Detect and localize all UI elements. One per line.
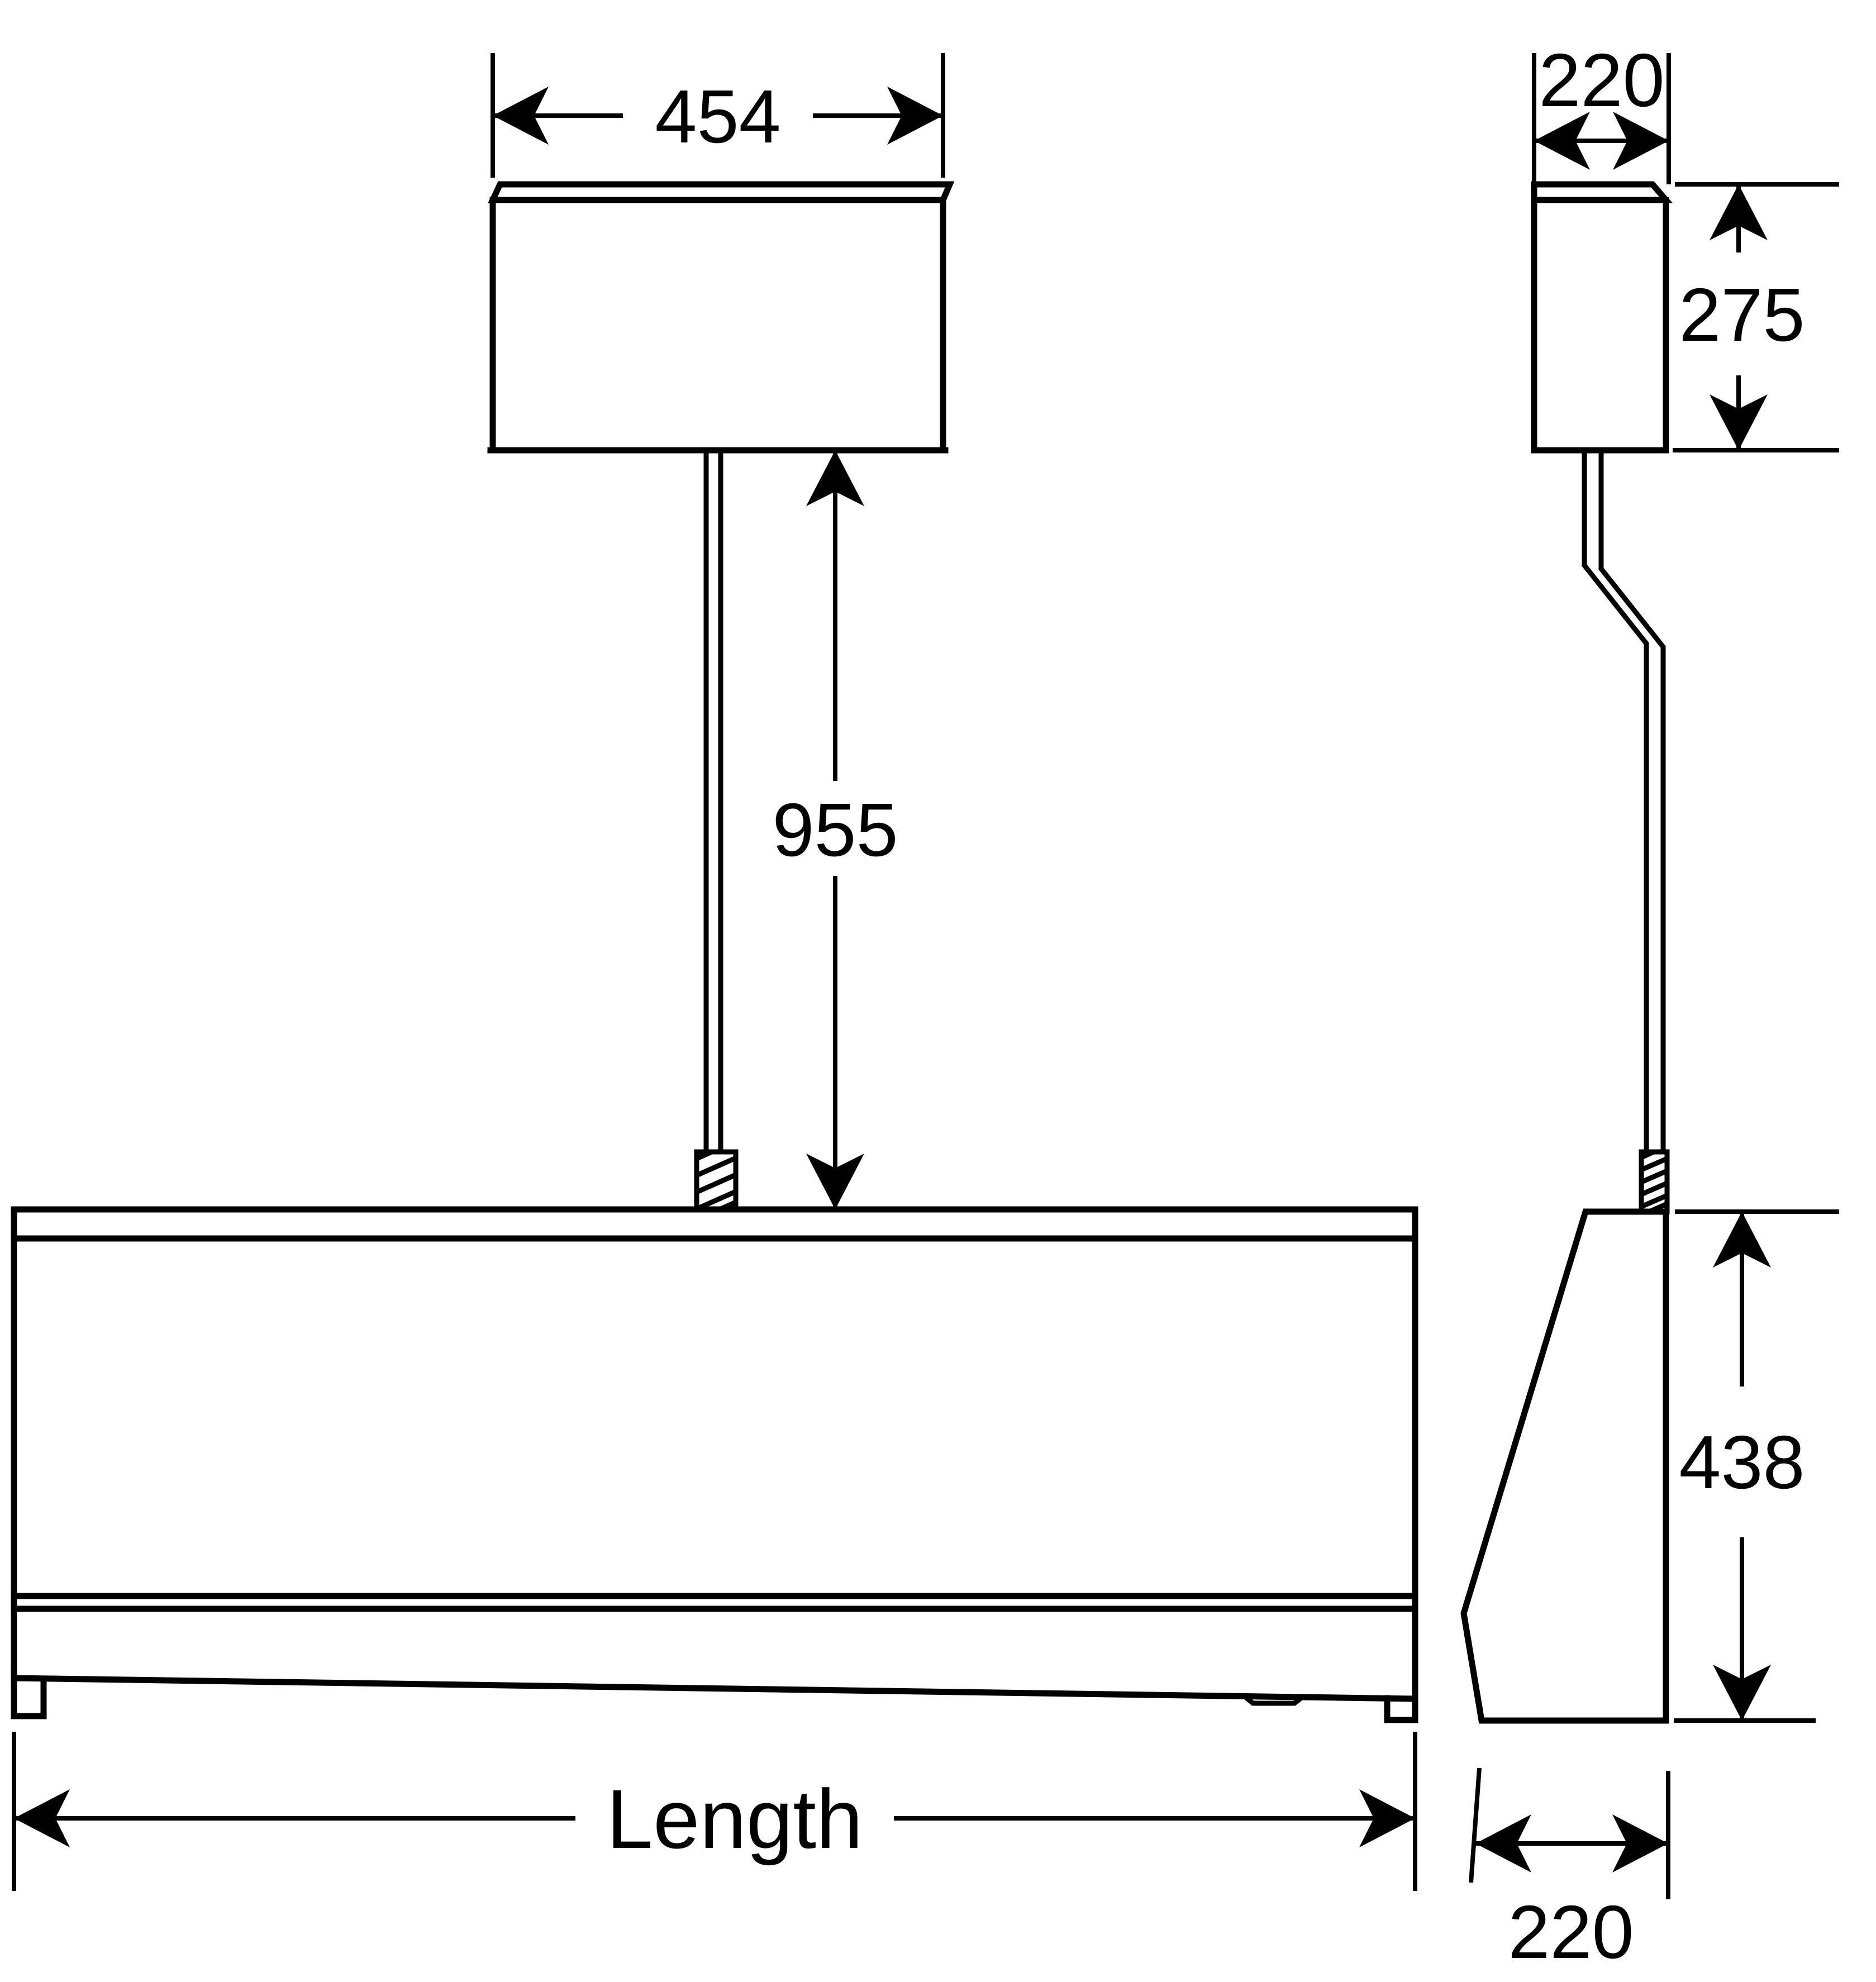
- suspension-rod-side: [1582, 447, 1666, 1155]
- dim-label-head-depth: 220: [1539, 38, 1664, 122]
- hatch-line: [696, 1155, 737, 1178]
- dim-head-depth: 220: [1532, 38, 1671, 184]
- hatch-line: [1640, 1180, 1668, 1197]
- dim-label-body-height: 438: [1679, 1420, 1804, 1504]
- hatch-line: [696, 1172, 737, 1195]
- rod-anchor-hatch-front: [694, 1149, 739, 1212]
- rod-left-line: [1582, 447, 1649, 1155]
- rod-right-line: [1598, 447, 1666, 1155]
- head-top-bevel: [1531, 181, 1673, 203]
- dim-head-height: 275: [1673, 182, 1839, 452]
- head-box-side: [1531, 181, 1673, 454]
- hatch-line: [696, 1189, 737, 1212]
- tray-clip-detail: [1243, 1694, 1304, 1706]
- side-view: 220: [1460, 38, 1839, 1974]
- rod-anchor-hatch-side: [1639, 1149, 1670, 1214]
- dim-suspension-drop: 955: [772, 450, 898, 1209]
- dim-label-suspension-drop: 955: [772, 788, 898, 872]
- dim-body-height: 438: [1674, 1209, 1839, 1723]
- dim-label-head-width: 454: [655, 74, 780, 159]
- hatch-line: [1640, 1193, 1668, 1209]
- tray-profile-outline: [1460, 1208, 1669, 1724]
- body-tray-side: [1460, 1208, 1669, 1724]
- dim-head-width: 454: [491, 53, 945, 178]
- head-top-bevel: [488, 181, 955, 203]
- dim-label-body-depth: 220: [1508, 1890, 1634, 1974]
- hatch-line: [1640, 1156, 1668, 1173]
- hatch-line: [1640, 1168, 1668, 1185]
- extension-line: [1469, 1767, 1482, 1883]
- front-view: 454 955: [11, 53, 1418, 1891]
- hatch-line: [1640, 1149, 1655, 1160]
- dim-body-length: Length: [12, 1732, 1417, 1891]
- tray-bottom-slant-edge: [11, 1675, 1418, 1702]
- dim-body-depth: 220: [1469, 1767, 1670, 1974]
- head-box-front: [487, 181, 955, 454]
- hatch-line: [696, 1149, 713, 1161]
- body-tray-front: [11, 1206, 1418, 1723]
- dim-label-head-height: 275: [1679, 273, 1804, 357]
- suspension-rod-front: [703, 447, 723, 1155]
- dim-label-body-length: Length: [607, 1772, 863, 1866]
